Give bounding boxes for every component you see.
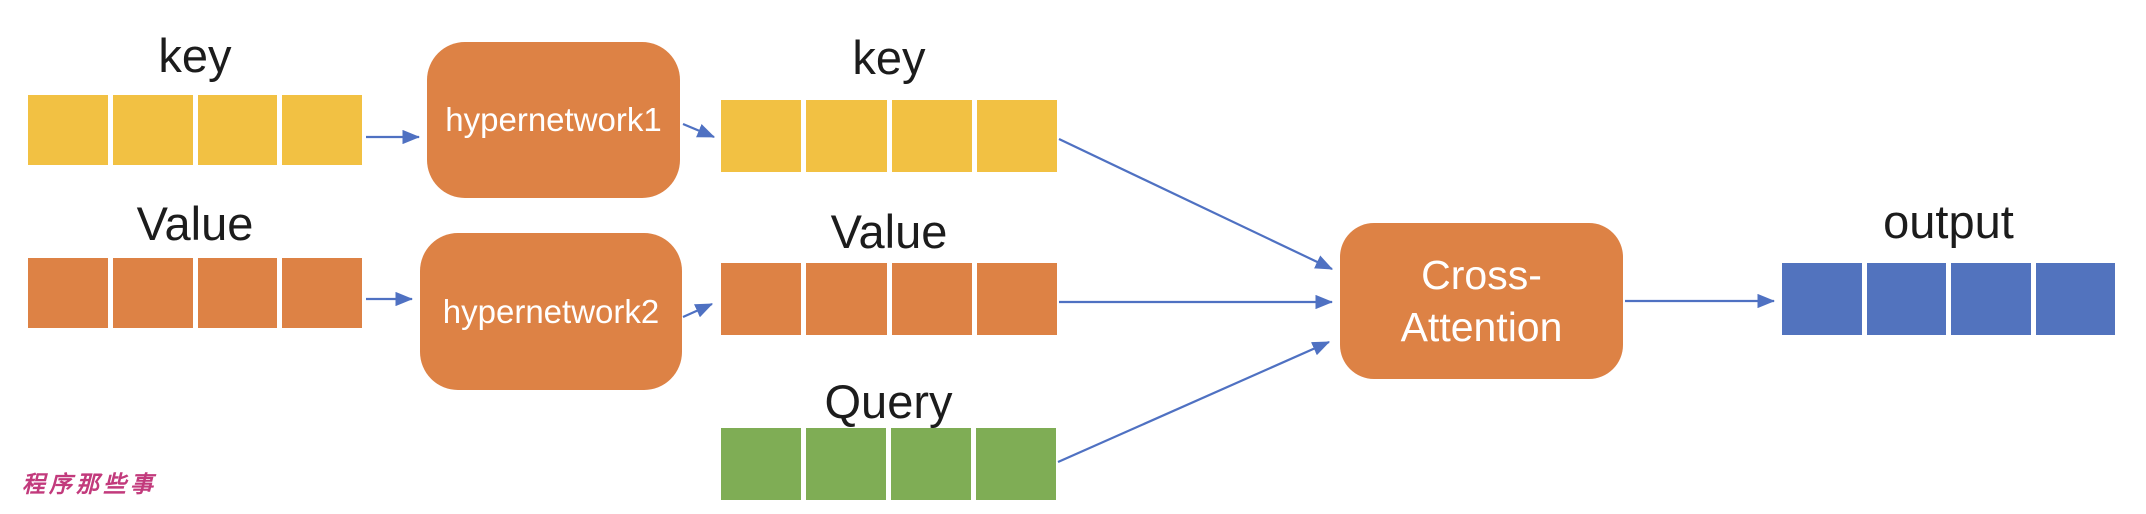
bar-segment [806,263,887,335]
bar-segment [1866,263,1946,335]
key-input-bar [28,95,362,165]
output-bar [1782,263,2115,335]
bar-segment [721,428,801,500]
watermark-text: 程序那些事 [22,471,157,497]
bar-segment [112,258,193,328]
bar-segment [806,100,887,172]
bar-segment [282,258,362,328]
hypernetwork2-box-label: hypernetwork2 [442,292,660,330]
key-transformed-bar [721,100,1057,172]
key-input-label: key [158,29,232,82]
hypernetwork2-box: hypernetwork2 [420,233,682,390]
arrow-hypernetwork2-to-value [682,302,714,319]
bar-segment [112,95,193,165]
key-transformed-label: key [852,31,926,84]
bar-segment [2035,263,2115,335]
bar-segment [1951,263,2031,335]
bar-segment [197,95,278,165]
bar-segment [721,263,802,335]
bar-segment [197,258,278,328]
cross-attention-box-label-line2: Attention [1400,304,1563,350]
bar-segment [976,263,1057,335]
bar-segment [721,100,802,172]
output-label: output [1883,195,2014,248]
value-input-label: Value [136,197,254,250]
cross-attention-box-label-line1: Cross- [1421,251,1542,298]
query-bar [721,428,1056,500]
bar-segment [28,95,108,165]
value-input-bar [28,258,362,328]
arrow-key-to-cross-attention [1058,138,1333,270]
bar-segment [976,428,1056,500]
arrow-query-to-cross-attention [1057,340,1331,464]
hypernetwork1-box-label: hypernetwork1 [445,101,662,138]
query-label: Query [824,375,953,428]
bar-segment [891,428,971,500]
arrow-hypernetwork1-to-key [682,122,716,139]
bar-segment [28,258,108,328]
value-transformed-label: Value [830,205,948,258]
bar-segment [891,100,972,172]
bar-segment [976,100,1057,172]
cross-attention-box: Cross- Attention [1340,223,1623,379]
bar-segment [891,263,972,335]
hypernetwork1-box: hypernetwork1 [427,42,680,198]
value-transformed-bar [721,263,1057,335]
bar-segment [1782,263,1862,335]
bar-segment [806,428,886,500]
bar-segment [282,95,362,165]
